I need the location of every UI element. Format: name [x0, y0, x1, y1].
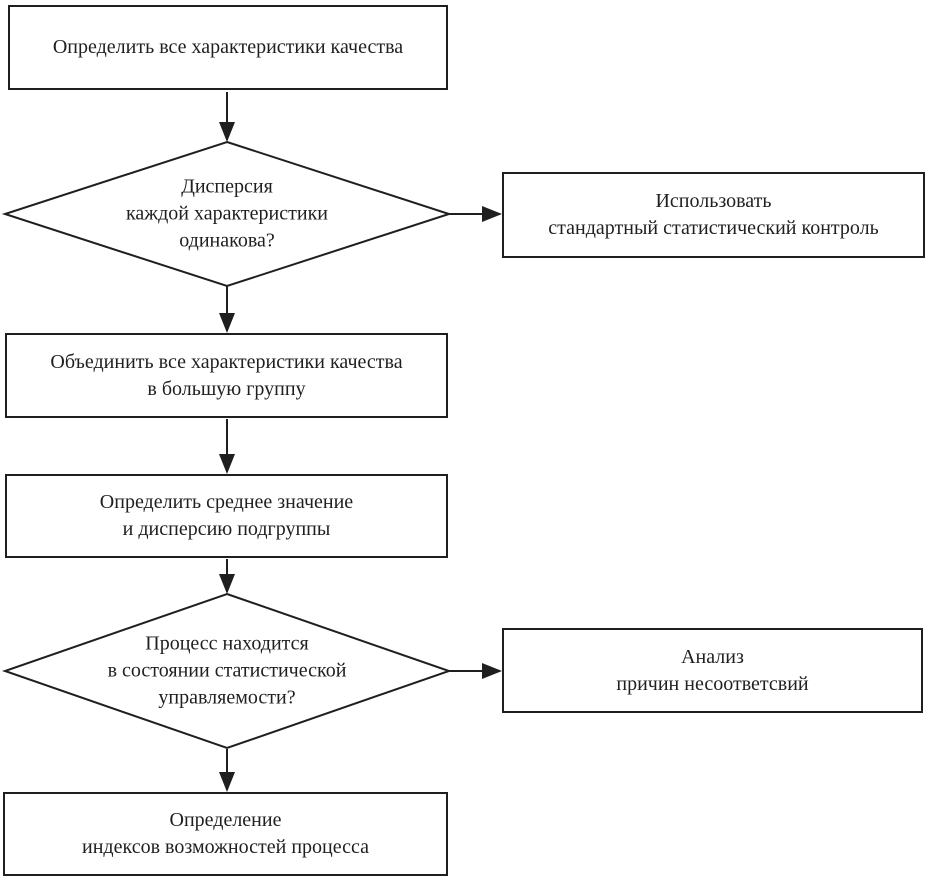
node-nonconformity-analysis: Анализ причин несоответсвий — [502, 628, 923, 713]
node-combine-into-group: Объединить все характеристики качества в… — [5, 333, 448, 418]
node-standard-statistical-control: Использовать стандартный статистический … — [502, 172, 925, 258]
node-process-capability-indices: Определение индексов возможностей процес… — [3, 792, 448, 876]
node-standard-statistical-control-label: Использовать стандартный статистический … — [548, 190, 879, 239]
node-define-characteristics: Определить все характеристики качества — [8, 5, 448, 90]
node-mean-and-dispersion: Определить среднее значение и дисперсию … — [5, 474, 448, 558]
decision-process-in-control: Процесс находится в состоянии статистиче… — [107, 632, 347, 709]
decision-diamond-control-outline — [1, 592, 453, 750]
node-combine-into-group-label: Объединить все характеристики качества в… — [50, 350, 403, 400]
node-define-characteristics-label: Определить все характеристики качества — [52, 36, 404, 58]
decision-dispersion-equal: Дисперсия каждой характеристики одинаков… — [126, 175, 328, 252]
node-process-capability-indices-label: Определение индексов возможностей процес… — [82, 809, 369, 858]
node-mean-and-dispersion-label: Определить среднее значение и дисперсию … — [99, 491, 354, 540]
node-nonconformity-analysis-label: Анализ причин несоответсвий — [616, 645, 809, 695]
